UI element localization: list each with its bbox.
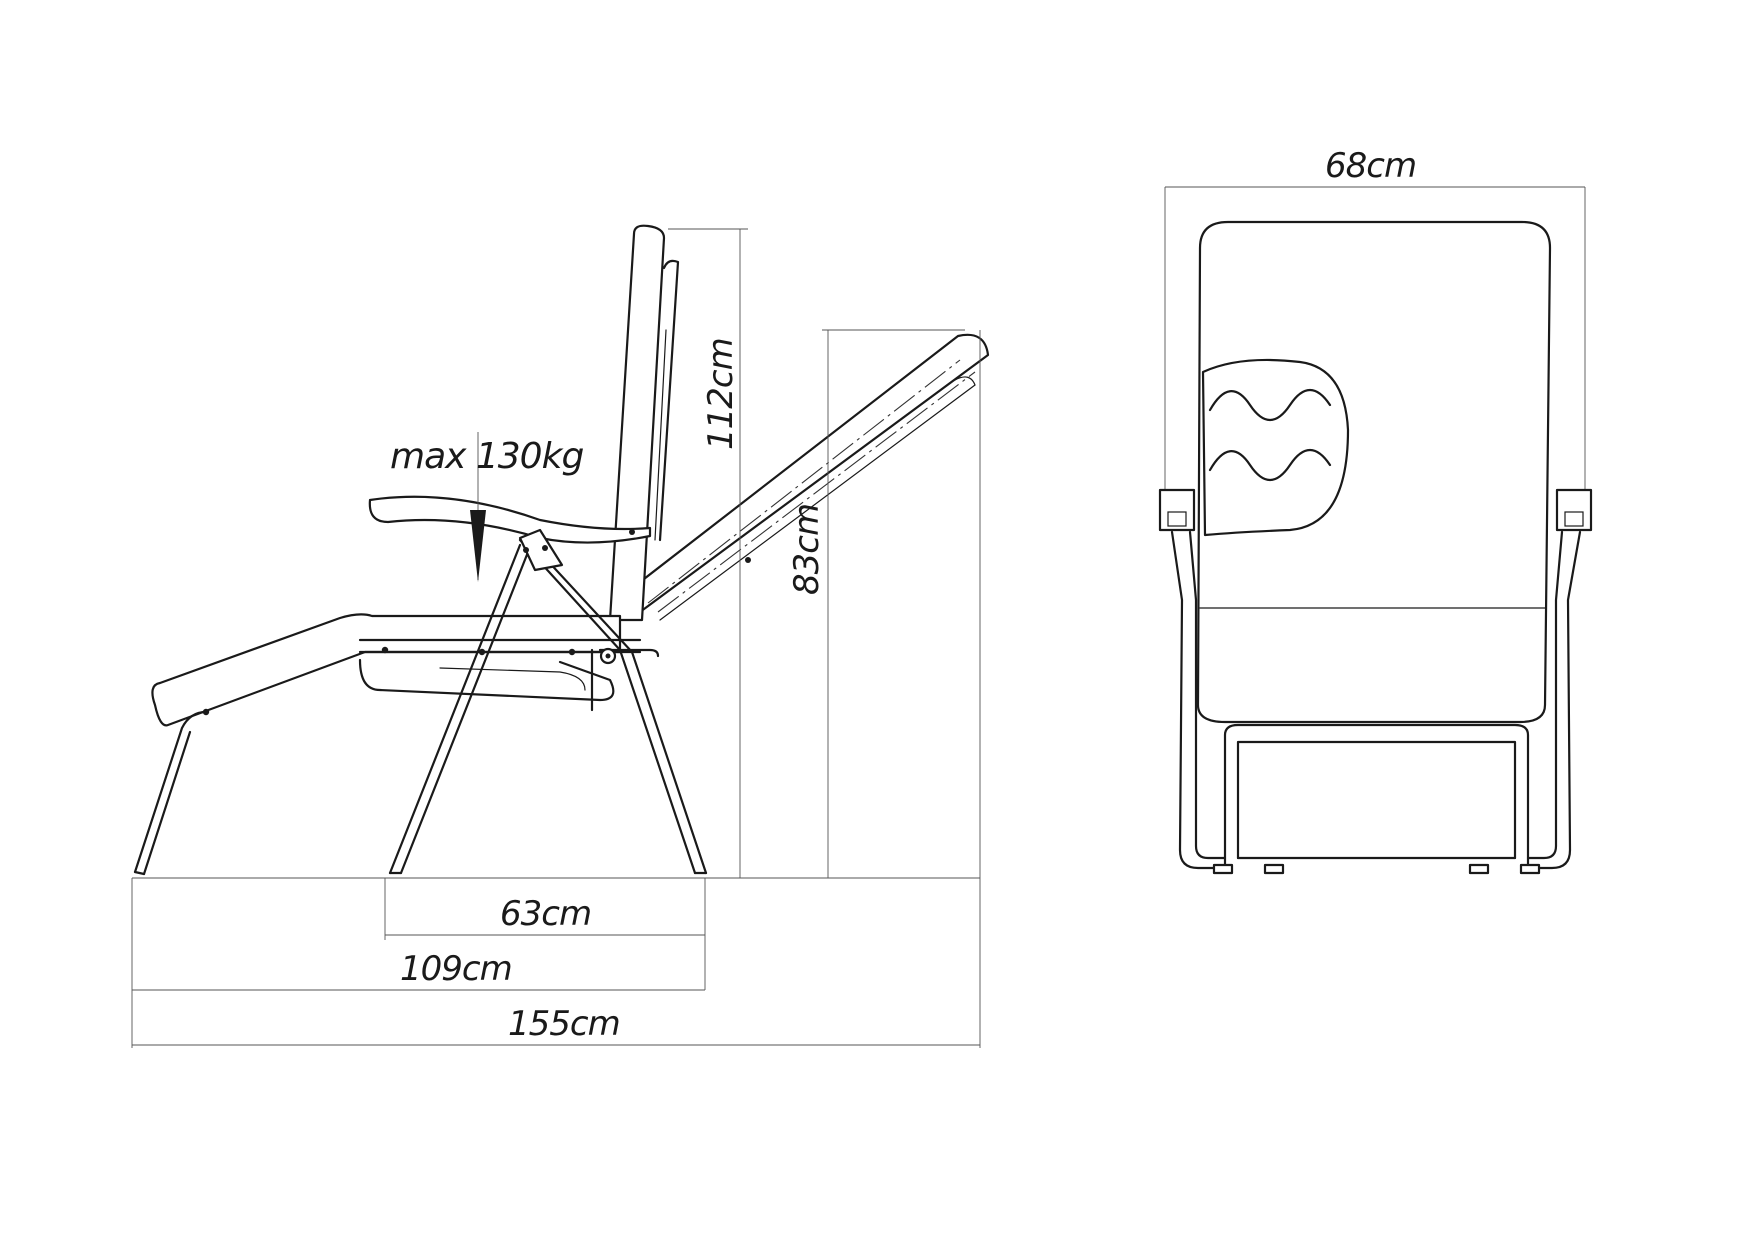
armrest-ends: [1158, 488, 1593, 532]
depth-upright-label: 109cm: [400, 949, 512, 989]
front-backrest-panel: [1196, 220, 1552, 724]
load-arrow: [470, 432, 486, 582]
dimension-83cm: [806, 329, 965, 879]
front-frame: [1170, 530, 1582, 875]
upright-backrest: [608, 224, 680, 622]
max-load-label: max 130kg: [390, 436, 583, 477]
dimension-68cm: [1164, 186, 1586, 500]
dimension-63cm: [384, 878, 706, 990]
length-reclined-label: 155cm: [508, 1004, 620, 1044]
dimension-155cm: [132, 330, 981, 1048]
armrest: [368, 495, 652, 544]
width-front-label: 68cm: [1325, 146, 1416, 186]
height-reclined-label: 83cm: [787, 504, 827, 595]
dimension-109cm: [131, 878, 705, 1048]
dimension-112cm: [668, 228, 760, 879]
seat-and-legrest: [151, 613, 642, 727]
frame-legs: [133, 528, 708, 876]
front-view: 68cm: [1158, 146, 1593, 875]
reclined-backrest-outline: [620, 333, 990, 621]
depth-legs-label: 63cm: [500, 894, 591, 934]
height-upright-label: 112cm: [701, 338, 741, 450]
headrest-pillow: [1201, 358, 1350, 537]
side-view: max 130kg 112cm 83cm 63cm 109cm: [131, 224, 990, 1048]
